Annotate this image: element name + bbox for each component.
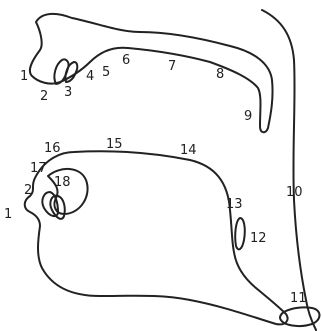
label-upper-lip: 1 xyxy=(20,69,28,84)
label-uvula: 9 xyxy=(244,109,252,124)
label-pre-palatal: 5 xyxy=(102,65,110,80)
epiglottis xyxy=(235,218,245,249)
label-lower-lip: 1 xyxy=(4,207,12,222)
glottis-oval xyxy=(280,307,320,326)
label-velum: 8 xyxy=(216,67,224,82)
label-tongue-front: 15 xyxy=(106,137,123,152)
label-hard-palate: 6 xyxy=(122,53,130,68)
label-alveolar-ridge: 3 xyxy=(64,85,72,100)
label-pharynx: 10 xyxy=(286,185,303,200)
label-tongue-back: 14 xyxy=(180,143,197,158)
label-tongue-root: 13 xyxy=(226,197,243,212)
label-tongue-tip: 17 xyxy=(30,161,47,176)
label-sublaminal: 18 xyxy=(54,175,71,190)
label-post-alveolar: 4 xyxy=(86,69,94,84)
label-lower-teeth: 2 xyxy=(24,183,32,198)
pharynx-wall xyxy=(262,10,316,330)
label-epiglottis: 12 xyxy=(250,231,267,246)
label-upper-teeth: 2 xyxy=(40,89,48,104)
label-palate-mid: 7 xyxy=(168,59,176,74)
label-tongue-blade: 16 xyxy=(44,141,61,156)
label-glottis: 11 xyxy=(290,291,307,306)
